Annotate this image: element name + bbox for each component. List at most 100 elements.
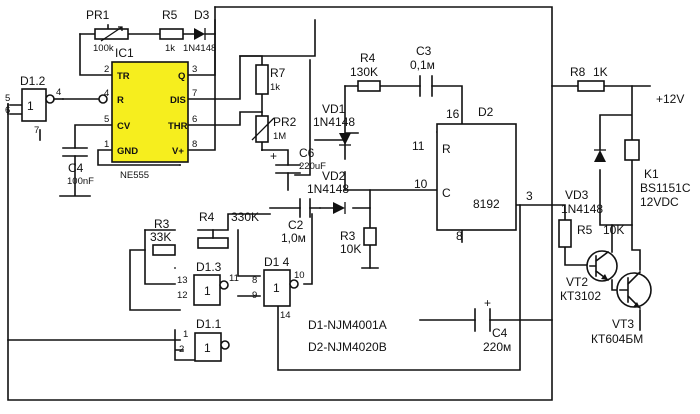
d2-pin-c: C: [442, 186, 451, 200]
r5b-ref: R5: [577, 223, 593, 237]
note-d1: D1-NJM4001A: [308, 318, 387, 332]
r3-33k-resistor: R3 33K: [150, 217, 176, 256]
ic1-body: [111, 61, 189, 163]
supply-label: +12V: [656, 92, 684, 106]
ic1-pin-num: 2: [104, 64, 109, 75]
vd1-diode: VD1 1N4148: [313, 102, 355, 146]
wires: [7, 6, 651, 401]
d12-pin: 4: [56, 87, 61, 98]
r5-value: 1k: [165, 43, 175, 54]
r4-ref: R4: [360, 51, 376, 65]
d14-pin: 10: [294, 270, 305, 281]
d2-ref: D2: [478, 105, 494, 119]
note-d2: D2-NJM4020B: [308, 340, 387, 354]
ic1-pin-num: 6: [192, 114, 197, 125]
r4-resistor: R4 130K: [350, 51, 381, 92]
d11-gate: 1 D1.1 1 2: [179, 317, 230, 362]
c3-value: 0,1м: [410, 58, 435, 72]
ic1-pin-num: 7: [192, 88, 197, 99]
c2-value: 1,0м: [281, 231, 306, 245]
d3-diode: D3 1N4148: [183, 8, 216, 54]
r5-resistor: R5 1k: [159, 8, 184, 54]
c4-capacitor-small: C4 100nF: [62, 147, 94, 187]
ic1-pin-num: 3: [192, 64, 197, 75]
ic1-pin-gnd: GND: [117, 146, 138, 157]
d11-ref: D1.1: [196, 317, 222, 331]
r8-resistor: R8 1K: [570, 65, 608, 92]
ic1-pin-num: 5: [104, 114, 109, 125]
d14-symbol: 1: [273, 281, 280, 295]
k1-part: BS1151C: [640, 181, 691, 195]
reset-inversion-bubble: [98, 94, 108, 104]
vd1-part: 1N4148: [313, 115, 355, 129]
c4a-ref: C4: [68, 161, 84, 175]
ic1-pin-cv: CV: [117, 121, 131, 132]
vt2-ref: VT2: [566, 275, 588, 289]
d2-pin-num: 8: [456, 229, 463, 243]
d2-pin-num: 16: [446, 107, 460, 121]
pr1-value: 100k: [93, 43, 114, 54]
d12-pin: 5: [5, 93, 10, 104]
ic1-pin-q: Q: [178, 71, 185, 82]
ic1-pin-num: 1: [104, 139, 109, 150]
d12-gate: 1 D1.2 5 6 4 7: [5, 74, 64, 136]
d2-part: 8192: [473, 197, 500, 211]
ic1-ne555: IC1 NE555 TR Q R DIS CV THR GND V+ 2 3 4…: [98, 46, 197, 181]
d2-pin-num: 10: [414, 177, 428, 191]
vd2-ref: VD2: [322, 169, 346, 183]
r4-value: 130K: [350, 65, 378, 79]
d2-body: [436, 123, 517, 231]
vd3-diode: VD3 1N4148: [561, 149, 606, 216]
d13-ref: D1.3: [196, 260, 222, 274]
r3b-ref: R3: [340, 229, 356, 243]
ic1-pin-vp: V+: [172, 146, 184, 157]
d14-ref: D1 4: [264, 255, 290, 269]
c2-ref: C2: [288, 218, 304, 232]
k1-voltage: 12VDC: [640, 195, 679, 209]
r5-10k-resistor: R5 10K: [558, 219, 624, 248]
c4a-value: 100nF: [67, 176, 94, 187]
r3b-value: 10K: [340, 242, 361, 256]
ic1-part: NE555: [120, 170, 149, 181]
d2-8192: D2 8192 R C 16 11 10 3 8: [412, 105, 533, 243]
ic1-pin-num: 4: [104, 88, 109, 99]
c4-capacitor-large: + C4 220м: [474, 296, 511, 354]
r5-ref: R5: [162, 8, 178, 22]
d13-gate: 1 D1.3 13 12 11: [177, 260, 239, 306]
vd2-part: 1N4148: [307, 182, 349, 196]
d2-pin-r: R: [442, 142, 451, 156]
c3-capacitor: C3 0,1м: [410, 44, 435, 97]
d14-pin: 9: [252, 290, 257, 301]
d12-pin: 7: [34, 125, 39, 136]
ic1-pin-num: 8: [192, 139, 197, 150]
vt3-ref: VT3: [612, 317, 634, 331]
c6-value: 220uF: [299, 161, 326, 172]
vd3-ref: VD3: [565, 188, 589, 202]
pr2-ref: PR2: [273, 115, 297, 129]
c4b-ref: C4: [492, 326, 508, 340]
d13-symbol: 1: [204, 284, 211, 298]
d14-pin: 8: [252, 275, 257, 286]
vt3-part: КТ604БМ: [591, 332, 643, 346]
pr2-potentiometer: PR2 1M: [251, 115, 297, 143]
vt3-transistor: VT3 КТ604БМ: [591, 270, 652, 346]
pr1-potentiometer: PR1 100k: [86, 8, 129, 54]
c2-capacitor: C2 1,0м: [281, 198, 311, 245]
c4b-value: 220м: [483, 340, 511, 354]
d13-pin: 12: [177, 290, 188, 301]
ic1-pin-tr: TR: [117, 71, 130, 82]
r7-ref: R7: [270, 66, 286, 80]
d13-pin: 13: [177, 275, 188, 286]
d2-pin-num: 11: [412, 139, 425, 153]
d12-pin: 6: [5, 105, 10, 116]
r4b-value: 330K: [231, 210, 259, 224]
r3a-value: 33K: [150, 230, 171, 244]
d11-symbol: 1: [204, 341, 211, 355]
r8-ref: R8: [570, 65, 586, 79]
r4-330k-potentiometer: R4 330K: [197, 210, 259, 249]
ic1-pin-dis: DIS: [170, 95, 186, 106]
ic1-pin-thr: THR: [168, 121, 188, 132]
r8-value: 1K: [593, 65, 608, 79]
c4b-plus: +: [484, 296, 491, 310]
vt2-part: КТ3102: [560, 289, 601, 303]
